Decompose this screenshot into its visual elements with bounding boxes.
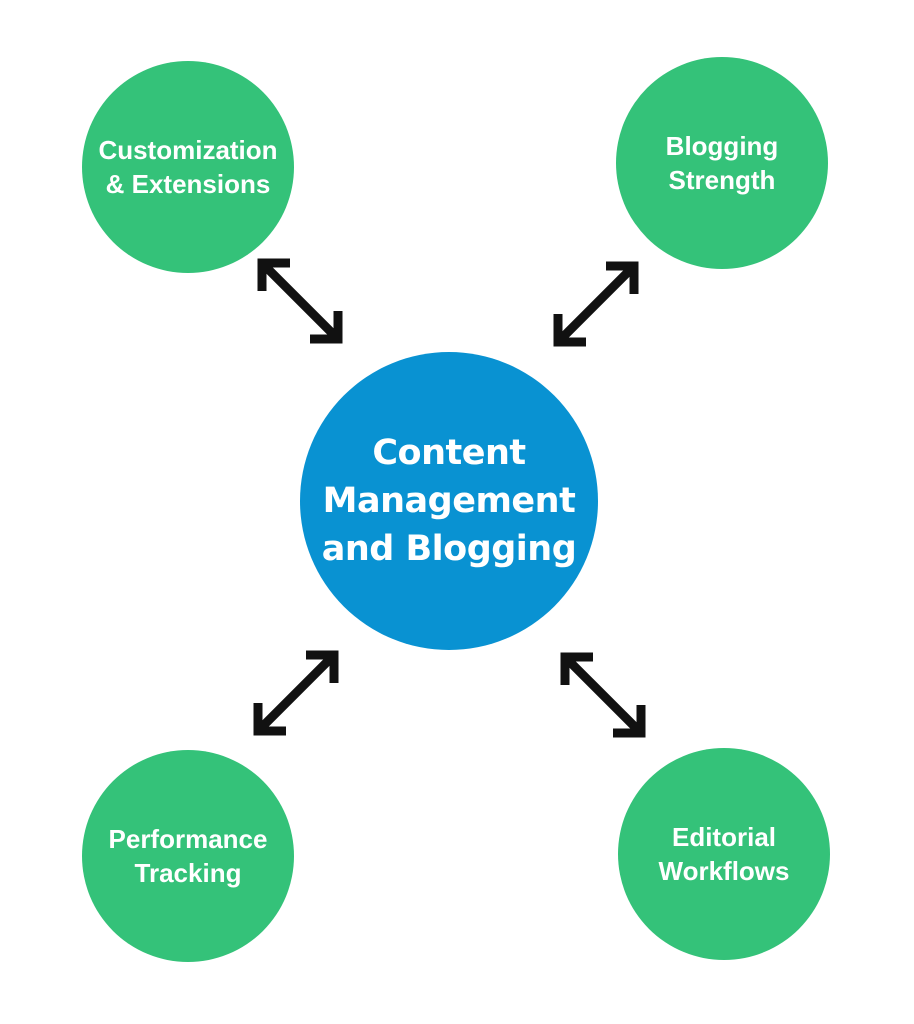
node-content-management-blogging: Content Management and Blogging	[300, 352, 598, 650]
node-performance-tracking: Performance Tracking	[82, 750, 294, 962]
node-editorial-workflows: Editorial Workflows	[618, 748, 830, 960]
node-label-blogging-strength: Blogging Strength	[665, 131, 779, 195]
double-arrow-center-topleft-icon	[257, 258, 343, 344]
double-arrow-center-bottomright-icon	[560, 652, 646, 738]
node-label-center: Content Management and Blogging	[321, 433, 577, 569]
node-label-customization-extensions: Customization & Extensions	[98, 135, 278, 199]
node-customization-extensions: Customization & Extensions	[82, 61, 294, 273]
node-label-performance-tracking: Performance Tracking	[108, 824, 268, 888]
double-arrow-center-bottomleft-icon	[253, 650, 339, 736]
node-blogging-strength: Blogging Strength	[616, 57, 828, 269]
double-arrow-center-topright-icon	[553, 261, 639, 347]
node-label-editorial-workflows: Editorial Workflows	[658, 822, 790, 886]
